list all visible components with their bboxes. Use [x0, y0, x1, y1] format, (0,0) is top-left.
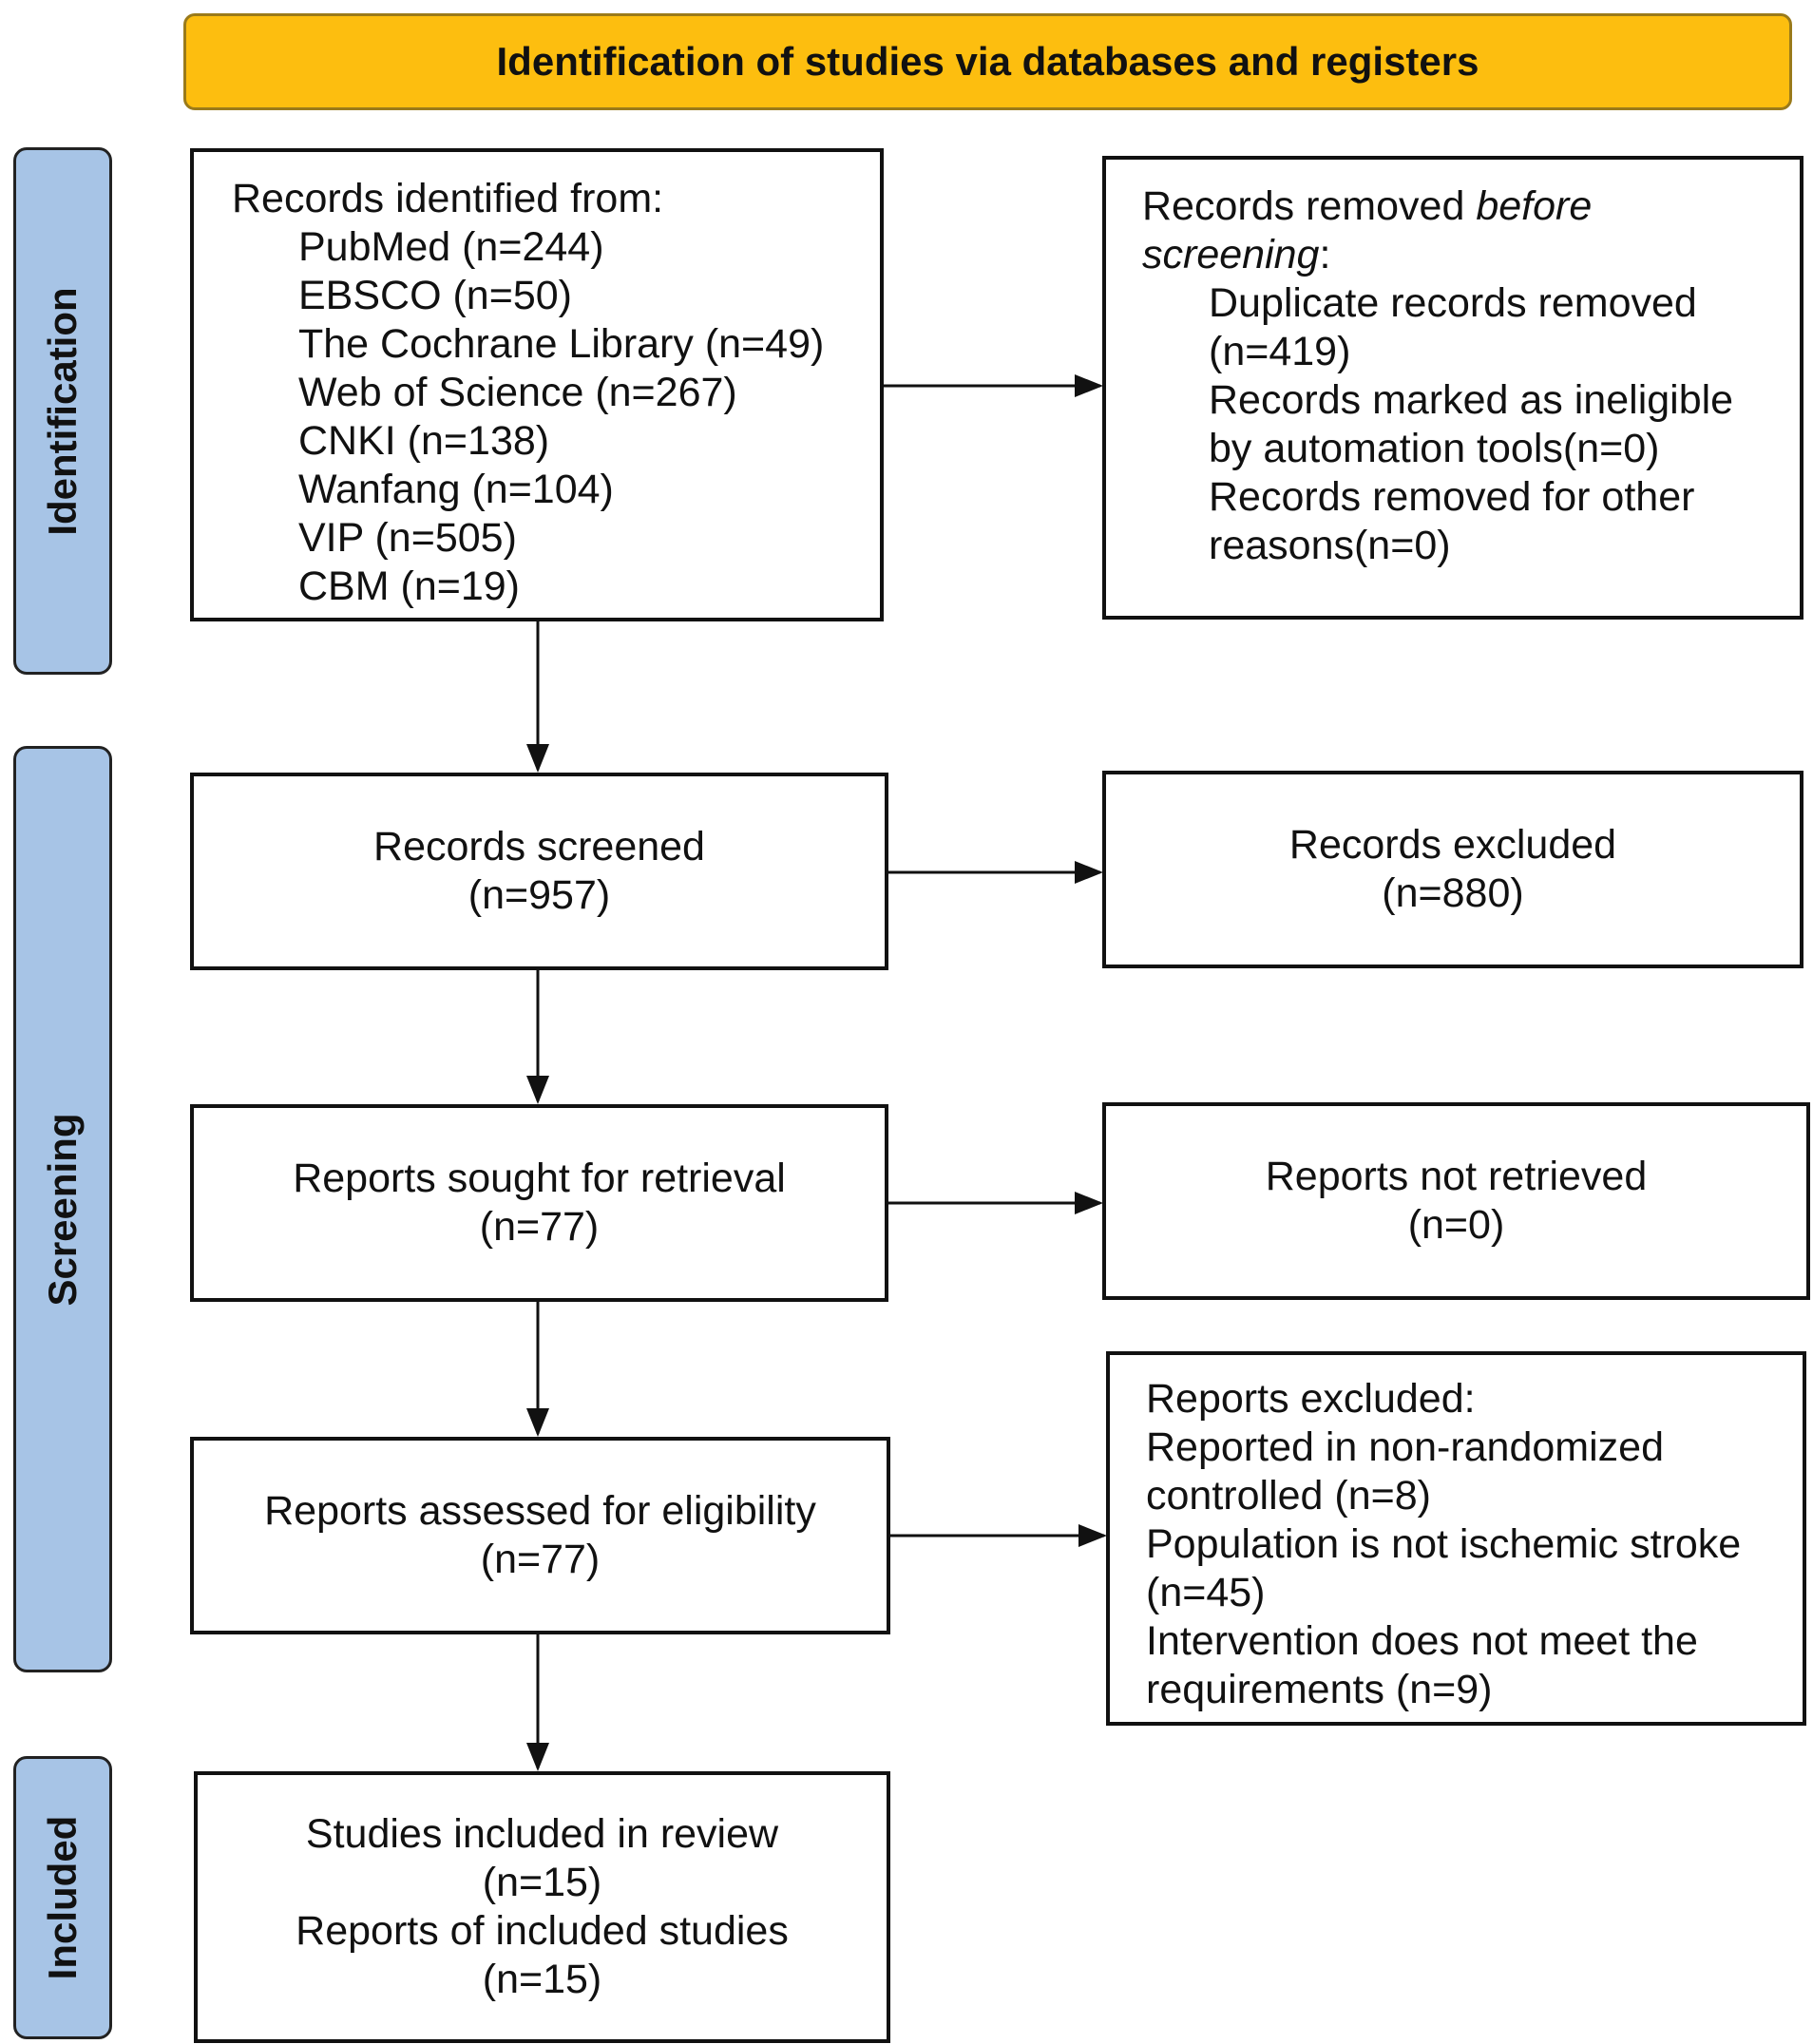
source-item: Web of Science (n=267) — [298, 370, 737, 415]
reports-excluded-line: controlled (n=8) — [1146, 1473, 1431, 1519]
studies-included-label: Studies included in review — [305, 1811, 779, 1857]
reports-sought-count: (n=77) — [479, 1204, 600, 1250]
source-item: The Cochrane Library (n=49) — [298, 321, 825, 367]
removed-line: by automation tools(n=0) — [1209, 426, 1660, 471]
records-removed-box: Records removed before screening: Duplic… — [1102, 156, 1803, 620]
removed-line: Records marked as ineligible — [1209, 377, 1734, 423]
source-item: VIP (n=505) — [298, 515, 517, 561]
reports-excluded-line: Reports excluded: — [1146, 1376, 1476, 1422]
records-removed-heading: Records removed before — [1142, 183, 1593, 229]
reports-sought-box: Reports sought for retrieval (n=77) — [190, 1104, 888, 1302]
source-item: Wanfang (n=104) — [298, 467, 614, 512]
reports-assessed-count: (n=77) — [480, 1537, 601, 1582]
records-screened-box: Records screened (n=957) — [190, 773, 888, 970]
banner-title: Identification of studies via databases … — [183, 13, 1792, 110]
reports-assessed-box: Reports assessed for eligibility (n=77) — [190, 1437, 890, 1634]
records-identified-box: Records identified from: PubMed (n=244) … — [190, 148, 884, 621]
reports-assessed-label: Reports assessed for eligibility — [264, 1488, 816, 1534]
phase-screening: Screening — [13, 746, 112, 1672]
reports-excluded-line: Population is not ischemic stroke — [1146, 1521, 1742, 1567]
phase-identification: Identification — [13, 147, 112, 675]
reports-excluded-box: Reports excluded: Reported in non-random… — [1106, 1351, 1806, 1726]
reports-excluded-line: requirements (n=9) — [1146, 1667, 1493, 1712]
studies-included-box: Studies included in review (n=15) Report… — [194, 1771, 890, 2043]
records-excluded-label: Records excluded — [1288, 822, 1617, 868]
removed-line: Duplicate records removed — [1209, 280, 1697, 326]
reports-included-label: Reports of included studies — [296, 1908, 789, 1954]
records-excluded-box: Records excluded (n=880) — [1102, 771, 1803, 968]
reports-not-retrieved-box: Reports not retrieved (n=0) — [1102, 1102, 1810, 1300]
records-excluded-count: (n=880) — [1382, 870, 1524, 916]
reports-included-count: (n=15) — [482, 1957, 602, 2002]
studies-included-count: (n=15) — [482, 1860, 602, 1905]
records-identified-heading: Records identified from: — [232, 176, 664, 221]
removed-line: (n=419) — [1209, 329, 1351, 374]
source-item: CBM (n=19) — [298, 564, 520, 609]
source-item: PubMed (n=244) — [298, 224, 604, 270]
source-item: EBSCO (n=50) — [298, 273, 572, 318]
reports-excluded-line: Intervention does not meet the — [1146, 1618, 1698, 1664]
records-removed-heading-cont: screening: — [1142, 232, 1331, 277]
source-item: CNKI (n=138) — [298, 418, 550, 464]
records-screened-count: (n=957) — [468, 872, 611, 918]
reports-excluded-line: (n=45) — [1146, 1570, 1266, 1615]
reports-sought-label: Reports sought for retrieval — [293, 1156, 786, 1201]
phase-included: Included — [13, 1756, 112, 2039]
removed-line: reasons(n=0) — [1209, 523, 1451, 568]
reports-excluded-line: Reported in non-randomized — [1146, 1424, 1664, 1470]
removed-line: Records removed for other — [1209, 474, 1695, 520]
reports-not-retrieved-count: (n=0) — [1407, 1202, 1505, 1248]
records-screened-label: Records screened — [373, 824, 705, 869]
reports-not-retrieved-label: Reports not retrieved — [1265, 1154, 1648, 1199]
